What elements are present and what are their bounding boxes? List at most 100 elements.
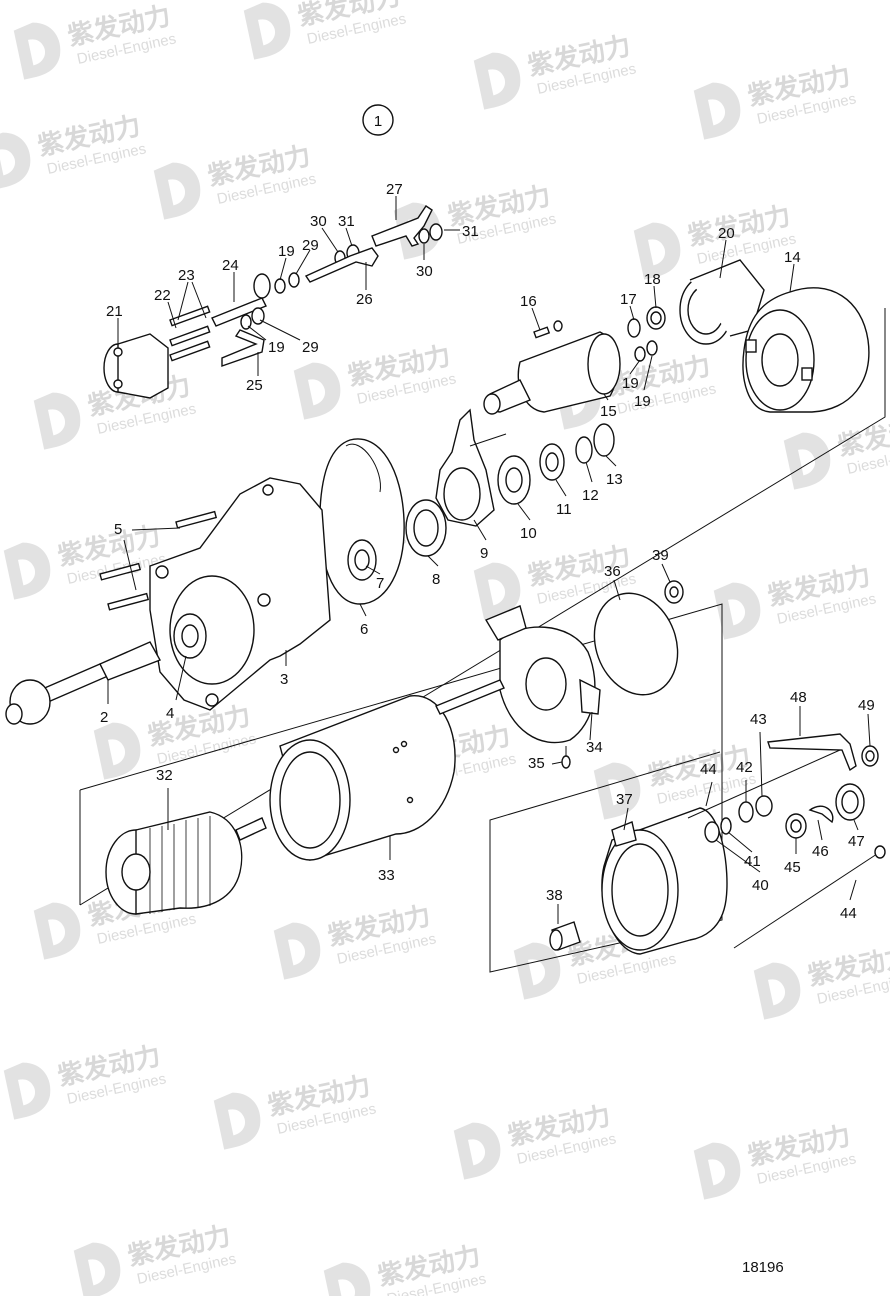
callout-44b: 44 [840,905,857,922]
part-22-flange [103,333,169,399]
callout-15: 15 [600,403,617,420]
part-35-screw [561,746,571,769]
group-label: 1 [374,113,382,130]
callout-24: 23 [178,267,195,284]
leader-lines [107,196,871,924]
callout-37: 37 [616,791,633,808]
group-indicator: 1 [362,104,394,136]
callout-34: 34 [586,739,603,756]
callout-47: 47 [848,833,865,850]
part-48-49-cable [767,733,879,772]
part-drawings [5,205,886,955]
callout-2: 2 [100,709,108,726]
callout-22: 21 [106,303,123,320]
part-40-47-small [704,783,865,843]
callout-40: 40 [752,877,769,894]
callout-14: 14 [784,249,801,266]
part-37-end-cover [601,807,728,955]
callout-9: 9 [480,545,488,562]
part-17-18 [627,306,666,338]
part-21-ring [679,259,765,345]
part-31-30-right [418,223,443,244]
callout-42: 42 [736,759,753,776]
callout-10: 10 [520,525,537,542]
callout-21: 20 [718,225,735,242]
part-10-13-rings [497,423,615,505]
part-28-cable [371,205,433,247]
callout-labels: 21 22 23 24 25 19 29 30 31 26 27 31 30 1… [100,181,875,922]
callout-29b: 29 [302,339,319,356]
callout-13: 13 [606,471,623,488]
callout-46: 46 [812,843,829,860]
part-3-housing [149,477,331,711]
part-16-screw [533,320,563,339]
callout-19b: 19 [268,339,285,356]
callout-45: 45 [784,859,801,876]
callout-25: 24 [222,257,239,274]
callout-39: 39 [652,547,669,564]
callout-27: 26 [356,291,373,308]
part-6-gasket [319,438,405,605]
part-8-seal [405,499,447,557]
callout-18: 18 [644,271,661,288]
part-33-field-housing [269,679,505,861]
callout-31a: 31 [338,213,355,230]
drawing-number: 18196 [742,1259,784,1276]
callout-4: 4 [166,705,174,722]
callout-48: 48 [790,689,807,706]
callout-19a: 19 [278,243,295,260]
callout-6: 6 [360,621,368,638]
callout-35: 35 [528,755,545,772]
callout-8: 8 [432,571,440,588]
callout-19c: 19 [622,375,639,392]
part-38-bush [549,921,581,951]
callout-26: 25 [246,377,263,394]
callout-49: 49 [858,697,875,714]
callout-20: 19 [634,393,651,410]
callout-32: 32 [156,767,173,784]
callout-44a: 44 [700,761,717,778]
callout-30a: 30 [310,213,327,230]
part-27-cable [304,247,379,283]
part-36-oring [593,580,684,696]
callout-30b: 30 [416,263,433,280]
callout-36: 36 [604,563,621,580]
part-2-shaft [5,641,162,725]
callout-17: 17 [620,291,637,308]
callout-41: 41 [744,853,761,870]
part-14-housing [742,287,870,413]
part-34-brush-holder [484,605,601,744]
part-32-armature [105,811,267,915]
part-15-solenoid [483,331,621,415]
callout-12: 12 [582,487,599,504]
part-9-fork [435,408,507,527]
callout-31b: 31 [462,223,479,240]
callout-5: 5 [114,521,122,538]
part-44-bolts [687,749,886,949]
callout-38: 38 [546,887,563,904]
part-26-bracket [221,329,265,367]
callout-11: 11 [556,501,572,518]
callout-3: 3 [280,671,288,688]
callout-23: 22 [154,287,171,304]
